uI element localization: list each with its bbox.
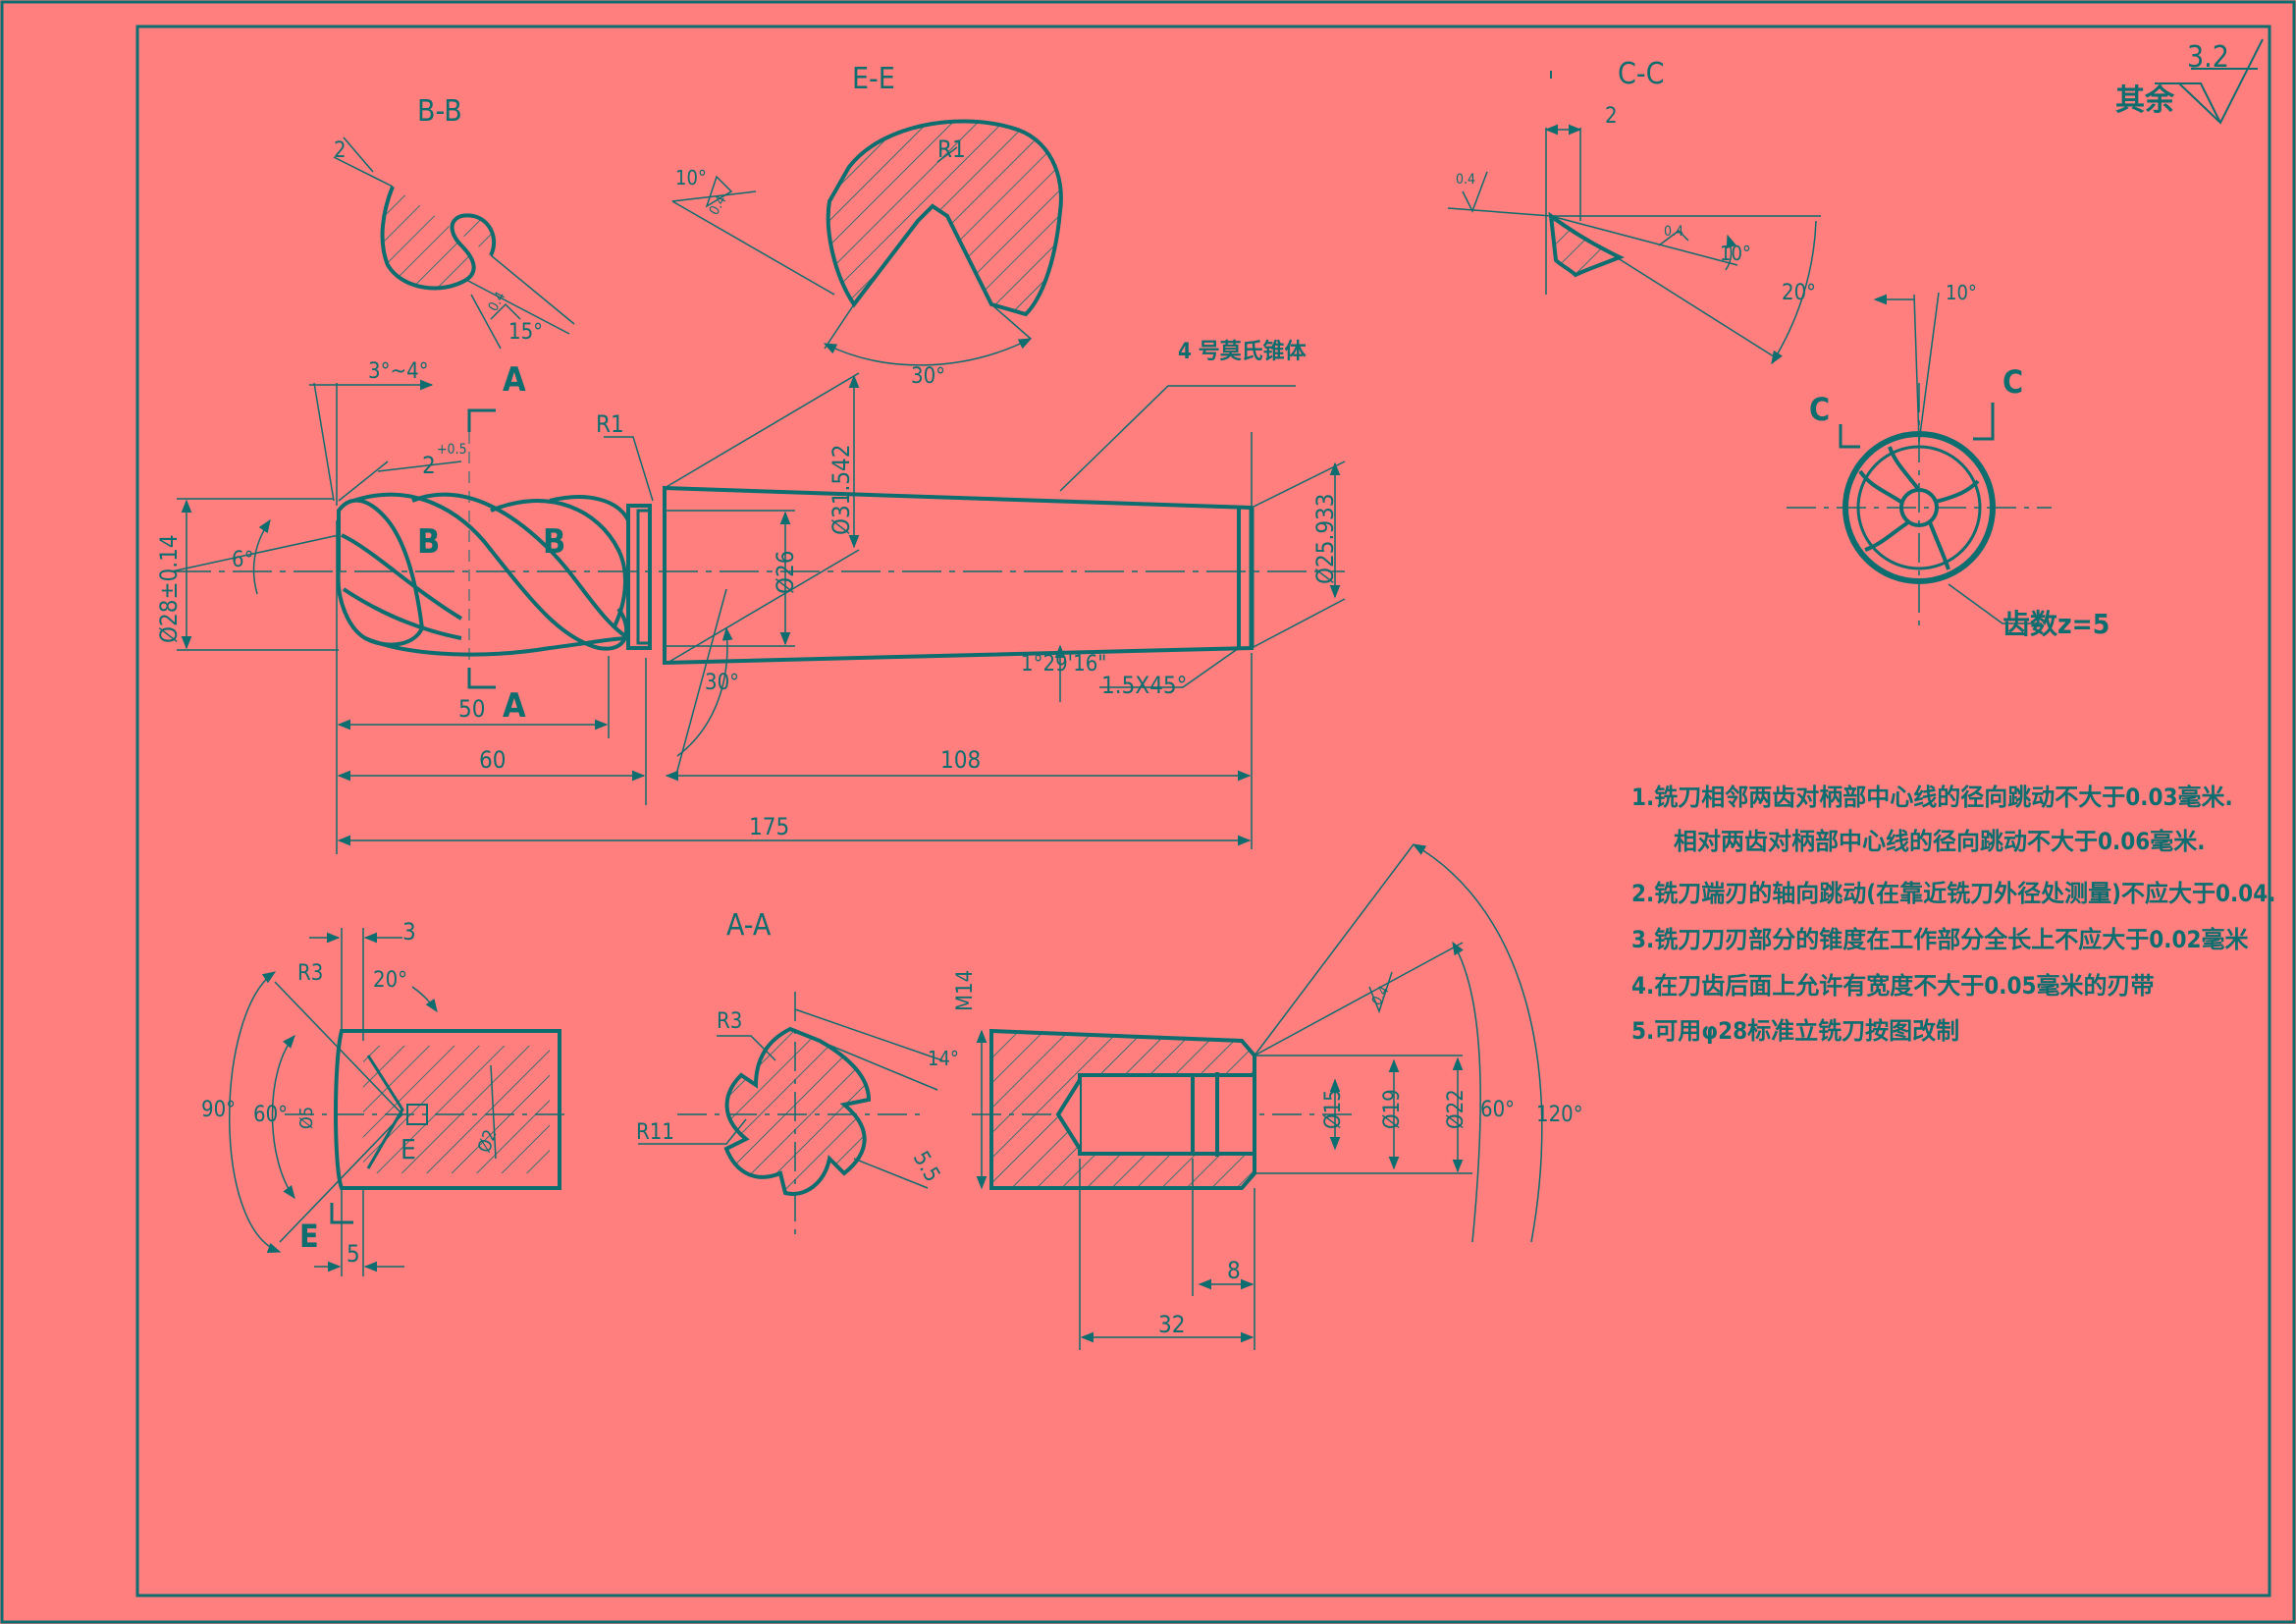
end-dim-60: 60° bbox=[253, 1103, 288, 1127]
dim-d25933: Ø25.933 bbox=[1311, 493, 1339, 584]
cc-dim-r4a: 0.4 bbox=[1456, 172, 1475, 188]
cut-letter-c-left: C bbox=[1809, 391, 1830, 428]
note-4: 4.在刀齿后面上允许有宽度不大于0.05毫米的刃带 bbox=[1631, 972, 2155, 1000]
cut-letter-c-right: C bbox=[2002, 363, 2023, 401]
dim-30deg-side: 30° bbox=[705, 671, 739, 695]
section-title-cc: C-C bbox=[1618, 57, 1664, 91]
surface-finish-label: 其余 bbox=[2115, 83, 2175, 118]
note-2: 2.铣刀端刃的轴向跳动(在靠近铣刀外径处测量)不应大于0.04. bbox=[1631, 880, 2275, 907]
dim-d15: Ø15 bbox=[1321, 1089, 1346, 1129]
ee-dim-r1: R1 bbox=[937, 135, 966, 163]
end-dim-90: 90° bbox=[201, 1098, 236, 1122]
drawing-frame bbox=[135, 25, 2271, 1597]
callout-morse-taper: 4 号莫氏锥体 bbox=[1178, 339, 1308, 364]
cut-letter-e-top: E bbox=[400, 1133, 416, 1165]
dim-chamfer: 1.5X45° bbox=[1101, 672, 1187, 699]
ee-dim-30: 30° bbox=[911, 364, 945, 389]
dim-m14: M14 bbox=[953, 970, 978, 1011]
shank-end-detail bbox=[972, 843, 1543, 1350]
dim-d31542: Ø31.542 bbox=[828, 444, 855, 535]
aa-dim-r3: R3 bbox=[717, 1009, 742, 1034]
dim-60: 60 bbox=[479, 746, 506, 774]
surface-finish-value: 3.2 bbox=[2187, 40, 2229, 75]
note-5: 5.可用φ28标准立铣刀按图改制 bbox=[1631, 1017, 1959, 1045]
cut-letter-a-bottom: A bbox=[503, 686, 526, 726]
dim-175: 175 bbox=[749, 813, 789, 840]
front-view bbox=[1787, 292, 2052, 628]
cc-dim-2: 2 bbox=[1605, 104, 1618, 129]
cc-dim-r4b: 0.4 bbox=[1664, 224, 1683, 240]
dim-120deg: 120° bbox=[1536, 1103, 1583, 1127]
dim-6deg: 6° bbox=[232, 548, 253, 572]
dim-8: 8 bbox=[1227, 1257, 1241, 1284]
dim-gap-2-tol: +0.5 bbox=[437, 442, 467, 458]
bb-dim-r4: 0.4 bbox=[486, 290, 509, 314]
section-aa bbox=[638, 992, 943, 1237]
cut-letter-b-right: B bbox=[543, 522, 565, 562]
bb-dim-15: 15° bbox=[508, 320, 543, 345]
dim-r1: R1 bbox=[596, 410, 624, 438]
cc-dim-10: 10° bbox=[1720, 242, 1751, 265]
aa-dim-14: 14° bbox=[928, 1047, 959, 1070]
cc-dim-20: 20° bbox=[1782, 281, 1816, 305]
front-dim-10: 10° bbox=[1946, 281, 1977, 304]
end-dim-5: 5 bbox=[347, 1240, 360, 1268]
dim-d28: Ø28±0.14 bbox=[155, 534, 183, 643]
end-dim-20: 20° bbox=[373, 968, 407, 993]
dim-gap-2: 2 bbox=[422, 452, 436, 479]
aa-dim-r11: R11 bbox=[636, 1120, 674, 1145]
dim-d26: Ø26 bbox=[772, 551, 799, 594]
section-title-aa: A-A bbox=[726, 908, 772, 943]
section-bb bbox=[333, 136, 575, 350]
dim-rough-r4: 0.4 bbox=[1369, 984, 1393, 1008]
cut-letter-b-left: B bbox=[417, 522, 440, 562]
dim-taper-angle: 1°29'16" bbox=[1021, 652, 1106, 677]
section-cc bbox=[1447, 124, 1821, 365]
dim-60deg: 60° bbox=[1480, 1098, 1515, 1122]
section-title-bb: B-B bbox=[417, 94, 462, 129]
dim-d19: Ø19 bbox=[1380, 1089, 1405, 1129]
main-view bbox=[171, 372, 1346, 854]
morse-taper-shank bbox=[663, 485, 1254, 666]
end-detail bbox=[229, 928, 569, 1276]
surface-finish-symbol bbox=[2155, 38, 2264, 125]
dim-d22: Ø22 bbox=[1444, 1089, 1468, 1129]
end-dim-3: 3 bbox=[402, 918, 416, 946]
bb-dim-2: 2 bbox=[334, 138, 347, 163]
aa-dim-55: 5.5 bbox=[908, 1148, 944, 1187]
cut-letter-e-bottom: E bbox=[299, 1218, 319, 1255]
note-1: 1.铣刀相邻两齿对柄部中心线的径向跳动不大于0.03毫米. bbox=[1631, 784, 2233, 811]
dim-3-4deg: 3°~4° bbox=[368, 359, 429, 384]
section-title-ee: E-E bbox=[852, 62, 895, 96]
note-3: 3.铣刀刀刃部分的锥度在工作部分全长上不应大于0.02毫米 bbox=[1631, 926, 2249, 953]
dim-32: 32 bbox=[1158, 1311, 1185, 1338]
cut-letter-a-top: A bbox=[503, 360, 526, 400]
technical-notes: 1.铣刀相邻两齿对柄部中心线的径向跳动不大于0.03毫米. 相对两齿对柄部中心线… bbox=[1631, 784, 2275, 1045]
dim-108: 108 bbox=[940, 746, 981, 774]
callout-teeth-count: 齿数z=5 bbox=[2002, 608, 2109, 640]
end-dim-d5: Ø5 bbox=[296, 1107, 317, 1129]
end-dim-r3: R3 bbox=[297, 961, 323, 986]
section-ee bbox=[671, 119, 1063, 366]
note-1b: 相对两齿对柄部中心线的径向跳动不大于0.06毫米. bbox=[1674, 828, 2205, 855]
dim-50: 50 bbox=[458, 695, 485, 723]
ee-dim-10: 10° bbox=[675, 166, 707, 189]
